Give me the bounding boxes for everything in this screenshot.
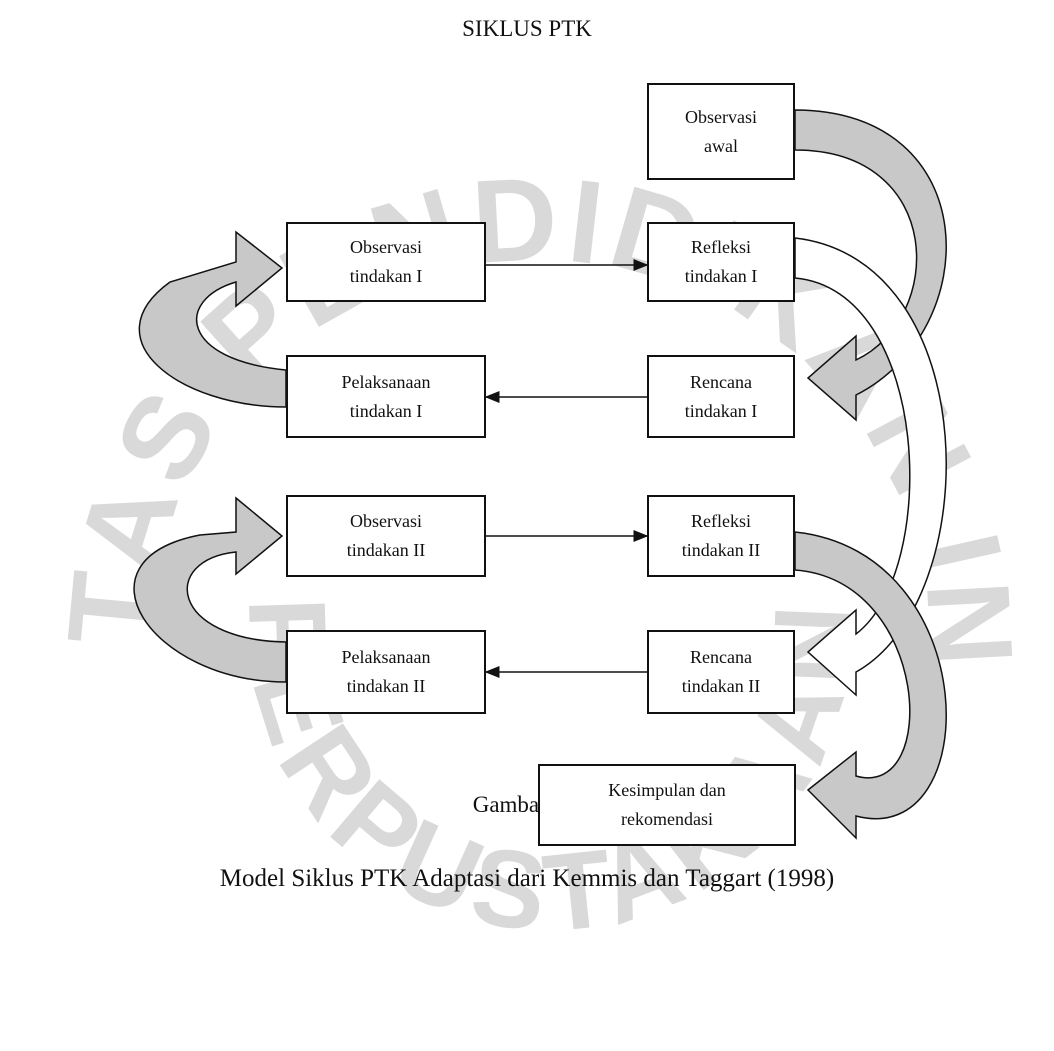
box-line: tindakan II <box>681 676 761 696</box>
box-observasi-tindakan-ii: Observasi tindakan II <box>286 495 486 577</box>
box-rencana-tindakan-ii: Rencana tindakan II <box>647 630 795 714</box>
box-line: tindakan II <box>346 540 426 560</box>
box-line: Refleksi <box>691 237 751 257</box>
box-refleksi-tindakan-ii: Refleksi tindakan II <box>647 495 795 577</box>
curved-arrow-refleksi2-to-kesimpulan <box>794 531 947 840</box>
box-line: Rencana <box>690 371 752 392</box>
box-line: tindakan I <box>349 400 423 421</box>
box-line: tindakan I <box>349 266 423 286</box>
curved-arrow-refleksi1-to-rencana2 <box>794 237 947 697</box>
box-line: rekomendasi <box>621 809 713 829</box>
figure-number: Gambar 3.1 <box>472 792 582 817</box>
box-line: Rencana <box>690 647 752 667</box>
box-line: Pelaksanaan <box>341 371 431 392</box>
box-observasi-awal: Observasi awal <box>647 83 795 180</box>
box-line: Kesimpulan dan <box>608 780 726 800</box>
box-pelaksanaan-tindakan-i: Pelaksanaan tindakan I <box>286 355 486 438</box>
box-line: Observasi <box>685 106 757 127</box>
box-line: tindakan I <box>684 400 758 421</box>
box-line: Pelaksanaan <box>341 647 431 667</box>
box-line: Refleksi <box>691 511 751 531</box>
box-line: Observasi <box>350 511 422 531</box>
box-line: Observasi <box>350 237 422 257</box>
curved-arrow-pelaksanaan1-to-observasi1 <box>138 230 287 408</box>
box-line: tindakan II <box>346 676 426 696</box>
box-pelaksanaan-tindakan-ii: Pelaksanaan tindakan II <box>286 630 486 714</box>
box-line: awal <box>704 135 738 156</box>
box-rencana-tindakan-i: Rencana tindakan I <box>647 355 795 438</box>
box-kesimpulan-dan-rekomendasi: Kesimpulan dan rekomendasi <box>538 764 796 846</box>
box-observasi-tindakan-i: Observasi tindakan I <box>286 222 486 302</box>
figure-caption: Model Siklus PTK Adaptasi dari Kemmis da… <box>219 865 835 892</box>
page-title: SIKLUS PTK <box>462 16 592 41</box>
curved-arrow-pelaksanaan2-to-observasi2 <box>133 496 287 683</box>
box-line: tindakan II <box>681 540 761 560</box>
box-refleksi-tindakan-i: Refleksi tindakan I <box>647 222 795 302</box>
box-line: tindakan I <box>684 266 758 286</box>
